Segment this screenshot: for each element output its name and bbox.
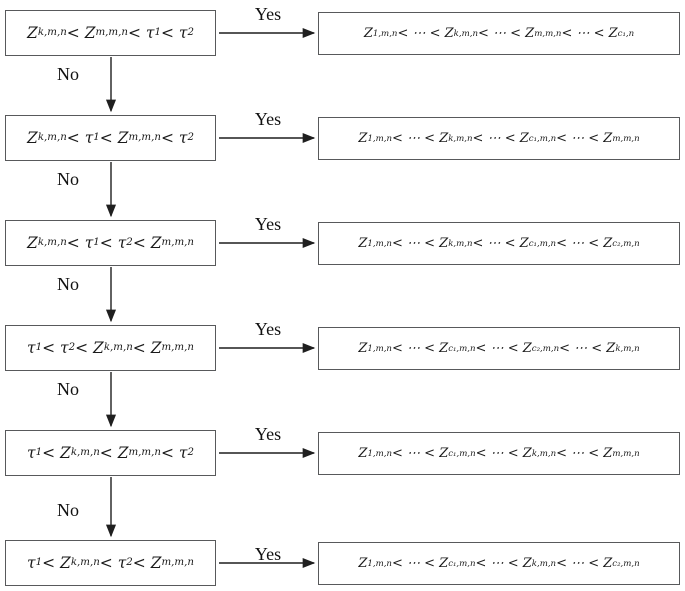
yes-label-6: Yes [254,544,282,564]
yes-label-4: Yes [254,319,282,339]
no-label-1: No [57,64,79,84]
yes-label-5: Yes [254,424,282,444]
no-label-5: No [57,500,79,520]
no-label-3: No [57,274,79,294]
no-label-4: No [57,379,79,399]
yes-label-1: Yes [254,4,282,24]
yes-label-2: Yes [254,109,282,129]
no-label-2: No [57,169,79,189]
yes-label-3: Yes [254,214,282,234]
